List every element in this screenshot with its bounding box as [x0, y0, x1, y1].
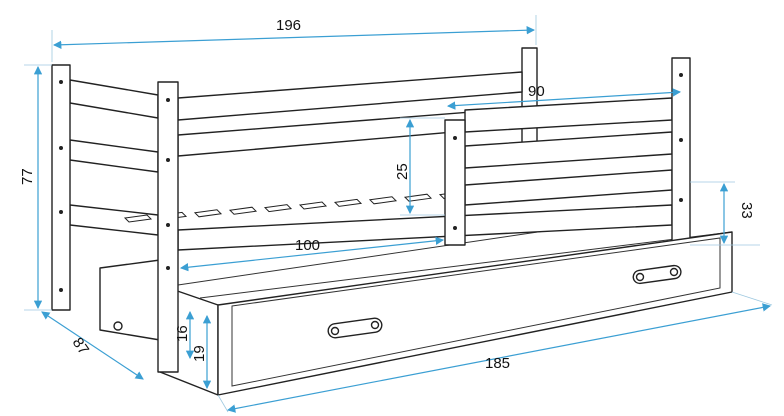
- dimension-guard-height: 25: [394, 163, 411, 180]
- dimension-opening-length: 100: [295, 237, 320, 254]
- drawer-handle-right[interactable]: [632, 264, 682, 285]
- dimension-guard-length: 90: [528, 83, 545, 100]
- slat: [228, 206, 258, 215]
- slat: [368, 196, 398, 205]
- slat: [298, 201, 328, 210]
- slat: [403, 193, 433, 202]
- dimension-drawer-inner-height: 16: [174, 325, 191, 342]
- dimension-lines: [24, 15, 773, 413]
- slat: [263, 204, 293, 213]
- slat: [123, 214, 153, 223]
- slat: [333, 198, 363, 207]
- dimension-drawer-height: 19: [191, 345, 208, 362]
- dimension-total-length: 196: [276, 17, 301, 34]
- slat: [193, 209, 223, 218]
- dimension-depth: 87: [69, 335, 92, 358]
- dimension-side-height: 33: [738, 202, 755, 219]
- dimension-drawer-length: 185: [485, 355, 510, 372]
- drawer-front[interactable]: [217, 231, 733, 396]
- dimension-total-height: 77: [19, 168, 36, 185]
